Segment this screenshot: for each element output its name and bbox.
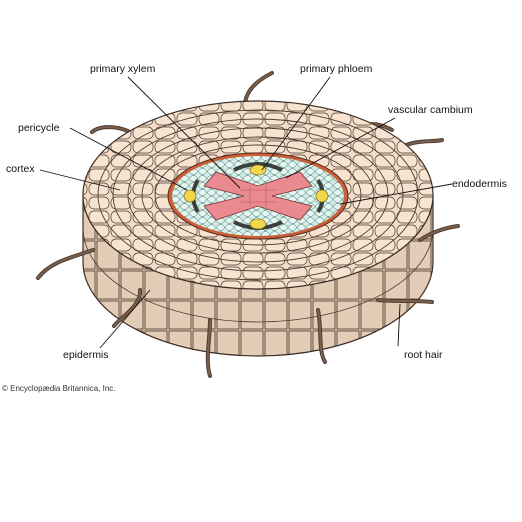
primary-phloem-clusters — [183, 164, 329, 230]
copyright-credit: © Encyclopædia Britannica, Inc. — [2, 384, 116, 393]
label-root-hair: root hair — [404, 349, 443, 361]
phloem-bottom — [249, 218, 267, 230]
phloem-right — [315, 189, 329, 203]
phloem-top — [249, 164, 267, 176]
label-primary-xylem: primary xylem — [90, 63, 156, 75]
primary-xylem — [203, 171, 313, 221]
leader-cortex — [39, 169, 121, 191]
label-cortex: cortex — [6, 163, 35, 175]
phloem-left — [183, 189, 197, 203]
label-pericycle: pericycle — [18, 122, 60, 134]
leader-vascular-cambium — [285, 117, 396, 179]
leader-pericycle — [69, 127, 188, 191]
leader-primary-xylem — [127, 76, 241, 189]
label-primary-phloem: primary phloem — [300, 63, 373, 75]
leader-lines — [39, 76, 453, 349]
leader-epidermis — [99, 289, 151, 349]
root-hair — [243, 71, 274, 106]
leader-root-hair — [397, 303, 401, 347]
leader-primary-phloem — [261, 76, 331, 171]
root-hairs-front-fill — [36, 224, 460, 378]
label-endodermis: endodermis — [452, 178, 507, 190]
label-vascular-cambium: vascular cambium — [388, 104, 473, 116]
stele — [172, 156, 344, 236]
leader-endodermis — [339, 183, 453, 205]
label-epidermis: epidermis — [63, 349, 109, 361]
